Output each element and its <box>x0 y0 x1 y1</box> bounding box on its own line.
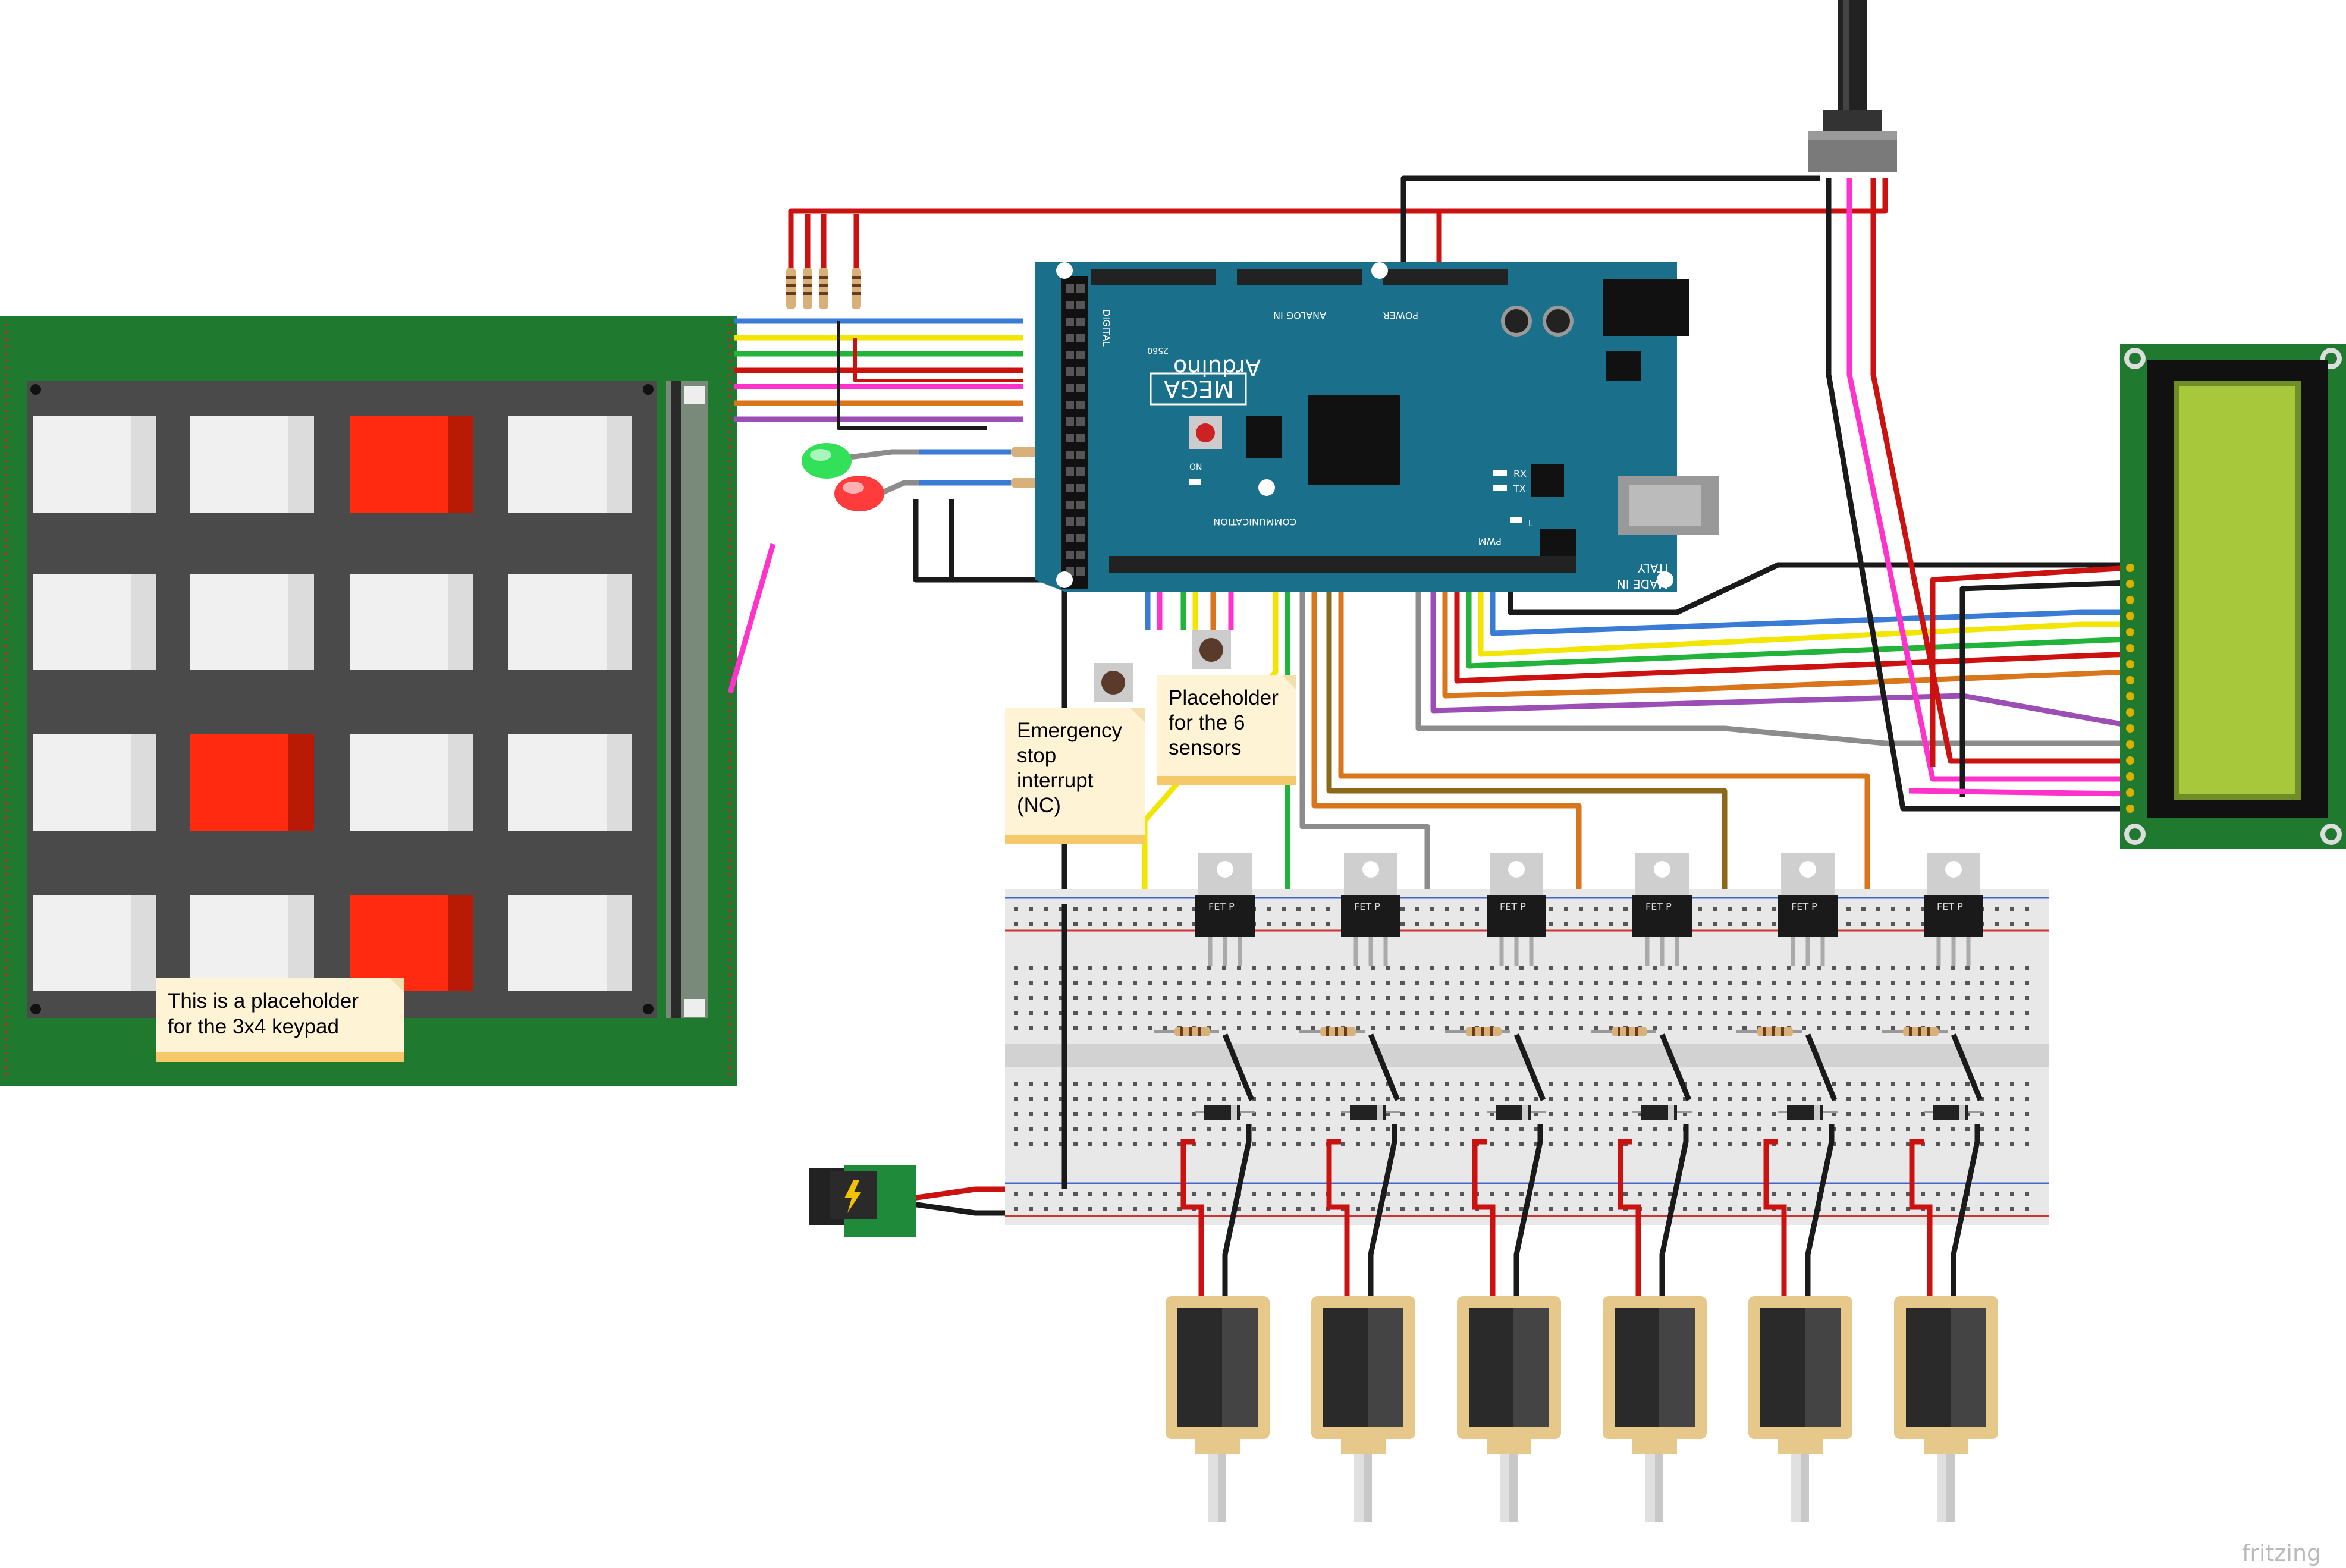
rx-label: RX <box>1513 468 1527 479</box>
keypad-keys <box>33 416 632 991</box>
sensors-note-line-2: for the 6 <box>1169 711 1245 734</box>
mosfet: FET P <box>1924 853 1983 966</box>
on-label: ON <box>1189 463 1202 472</box>
solenoid-channels: FET P FET P FET P FET P FET P FET P <box>1166 853 1998 1522</box>
solenoid <box>1748 1296 1852 1522</box>
keypad-key <box>33 574 156 670</box>
sensors-note-line-1: Placeholder <box>1169 686 1279 709</box>
mosfet: FET P <box>1632 853 1692 966</box>
lcd-display <box>2120 344 2346 849</box>
gate-resistor <box>1591 1027 1656 1036</box>
solenoid <box>1457 1296 1561 1522</box>
arduino-mega-board: Arduino MEGA 2560 MADE IN ITALY ANALOG I… <box>1035 262 1719 592</box>
sensors-note: Placeholder for the 6 sensors <box>1157 675 1296 785</box>
analog-in-label: ANALOG IN <box>1273 310 1326 321</box>
solenoid-channel: FET P <box>1311 853 1415 1522</box>
emergency-note-line-4: (NC) <box>1017 794 1061 817</box>
flyback-diode <box>1487 1105 1546 1120</box>
solenoid <box>1603 1296 1707 1522</box>
status-leds <box>802 443 1041 511</box>
keypad-key <box>190 895 314 991</box>
emergency-note-line-2: stop <box>1017 744 1056 767</box>
gate-resistors <box>1154 1027 1948 1036</box>
l-label: L <box>1528 519 1533 529</box>
emergency-stop-note: Emergency stop interrupt (NC) <box>1005 708 1145 844</box>
keypad-key <box>508 895 632 991</box>
flyback-diode <box>1632 1105 1692 1120</box>
keypad-key <box>350 416 473 513</box>
keypad-key <box>508 574 632 670</box>
mosfet: FET P <box>1778 853 1838 966</box>
power-bolt-icon <box>844 1180 861 1213</box>
sensors-note-line-3: sensors <box>1169 736 1242 759</box>
keypad-key <box>33 895 156 991</box>
potentiometer <box>1808 0 1897 172</box>
keypad-key <box>508 734 632 831</box>
flyback-diode <box>1924 1105 1983 1120</box>
flyback-diode <box>1195 1105 1255 1120</box>
keypad-key <box>350 895 473 991</box>
arduino-model: MEGA <box>1163 375 1234 402</box>
flyback-diode <box>1341 1105 1400 1120</box>
mosfet-label: FET P <box>1645 901 1672 912</box>
gate-resistor <box>1299 1027 1365 1036</box>
push-buttons <box>1094 630 1231 702</box>
keypad-note-line-2: for the 3x4 keypad <box>168 1015 339 1038</box>
emergency-note-line-1: Emergency <box>1017 719 1123 742</box>
solenoid-channel: FET P <box>1748 853 1852 1522</box>
keypad-module <box>0 316 737 1086</box>
pullup-resistors <box>786 268 861 309</box>
mosfet: FET P <box>1487 853 1546 966</box>
keypad-key <box>190 734 314 831</box>
mosfet: FET P <box>1195 853 1255 966</box>
mosfet-label: FET P <box>1208 901 1235 912</box>
arduino-country: ITALY <box>1637 561 1668 575</box>
communication-label: COMMUNICATION <box>1213 516 1296 527</box>
gate-resistor <box>1154 1027 1219 1036</box>
keypad-key <box>190 416 314 513</box>
emergency-note-line-3: interrupt <box>1017 769 1094 792</box>
solenoid <box>1166 1296 1270 1522</box>
fritzing-watermark: fritzing <box>2242 1540 2321 1566</box>
solenoid-channel: FET P <box>1894 853 1998 1522</box>
mosfet-label: FET P <box>1500 901 1526 912</box>
mosfet-label: FET P <box>1937 901 1963 912</box>
keypad-key <box>508 416 632 513</box>
keypad-note: This is a placeholder for the 3x4 keypad <box>156 978 404 1062</box>
keypad-key <box>350 734 473 831</box>
solenoid-channel: FET P <box>1166 853 1270 1522</box>
mosfet: FET P <box>1341 853 1400 966</box>
mosfet-label: FET P <box>1354 901 1380 912</box>
solenoid-channel: FET P <box>1603 853 1707 1522</box>
keypad-key <box>190 574 314 670</box>
pwm-label: PWM <box>1478 536 1502 547</box>
keypad-key <box>350 574 473 670</box>
gate-resistor <box>1882 1027 1948 1036</box>
solenoid <box>1894 1296 1998 1522</box>
power-label: POWER <box>1383 310 1418 321</box>
arduino-made-in: MADE IN <box>1617 577 1668 591</box>
solenoid-channel: FET P <box>1457 853 1561 1522</box>
solenoid <box>1311 1296 1415 1522</box>
gate-resistor <box>1445 1027 1510 1036</box>
digital-label: DIGITAL <box>1101 309 1112 347</box>
flyback-diode <box>1778 1105 1838 1120</box>
keypad-key <box>33 416 156 513</box>
power-jack <box>809 1165 916 1237</box>
keypad-key <box>33 734 156 831</box>
tx-label: TX <box>1513 483 1526 494</box>
gate-resistor <box>1736 1027 1802 1036</box>
keypad-note-line-1: This is a placeholder <box>168 989 359 1013</box>
arduino-model-sub: 2560 <box>1147 345 1169 355</box>
mosfet-label: FET P <box>1791 901 1817 912</box>
